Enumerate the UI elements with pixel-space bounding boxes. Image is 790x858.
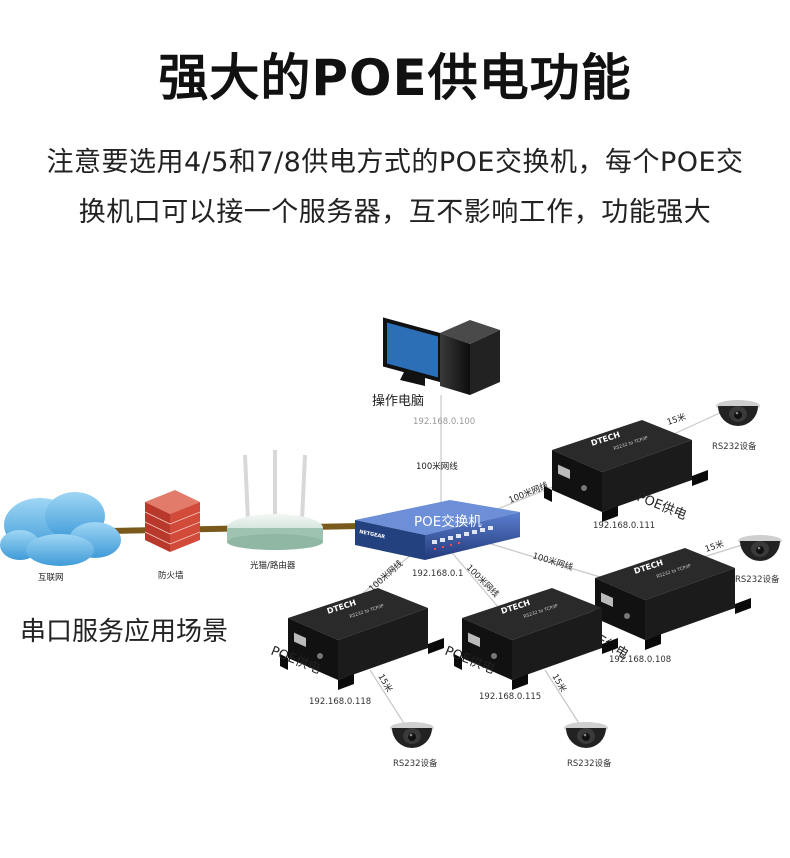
server-bl-device: RS232设备	[393, 758, 438, 769]
camera-icon	[390, 722, 434, 748]
switch-ip: 192.168.0.1	[412, 569, 463, 579]
server-right-device: RS232设备	[735, 574, 780, 585]
serial-server-bl	[280, 588, 444, 690]
switch-label: POE交换机	[414, 513, 482, 530]
switch-brand: NETGEAR	[359, 529, 386, 540]
server-bm-ip: 192.168.0.115	[479, 692, 541, 702]
link-label-top: 100米网线	[507, 480, 550, 506]
server-right-cable: 15米	[704, 538, 726, 555]
server-bm-cable: 15米	[549, 672, 568, 695]
link-label-right: 100米网线	[531, 550, 575, 573]
pc-label: 操作电脑	[372, 393, 424, 409]
camera-icon	[716, 400, 760, 426]
scene-label: 串口服务应用场景	[20, 617, 229, 647]
server-top-cable: 15米	[666, 411, 688, 428]
server-bl-ip: 192.168.0.118	[309, 697, 371, 707]
cloud-icon	[0, 492, 121, 566]
page-title: 强大的POE供电功能	[158, 49, 632, 107]
server-right-ip: 192.168.0.108	[609, 655, 671, 665]
pc-ip: 192.168.0.100	[413, 417, 475, 427]
router-label: 光猫/路由器	[250, 560, 296, 571]
camera-icon	[738, 535, 782, 561]
firewall-icon	[144, 490, 201, 552]
link-label-bm: 100米网线	[464, 562, 502, 600]
computer-icon	[383, 317, 500, 395]
router-icon	[227, 450, 323, 550]
internet-label: 互联网	[38, 573, 64, 583]
link-label-bl: 100米网线	[367, 558, 406, 594]
description-line-1: 注意要选用4/5和7/8供电方式的POE交换机，每个POE交	[46, 147, 744, 178]
pc-link-label: 100米网线	[416, 461, 458, 472]
description-line-2: 换机口可以接一个服务器，互不影响工作，功能强大	[78, 197, 712, 228]
firewall-label: 防火墙	[158, 570, 184, 581]
server-bm-device: RS232设备	[567, 758, 612, 769]
serial-server-right	[587, 548, 751, 650]
server-top-poe: POE供电	[635, 490, 689, 523]
server-top-device: RS232设备	[712, 441, 757, 452]
switch-icon	[355, 500, 520, 560]
camera-icon	[564, 722, 608, 748]
serial-server-bm	[454, 588, 618, 690]
server-top-ip: 192.168.0.111	[593, 521, 655, 531]
